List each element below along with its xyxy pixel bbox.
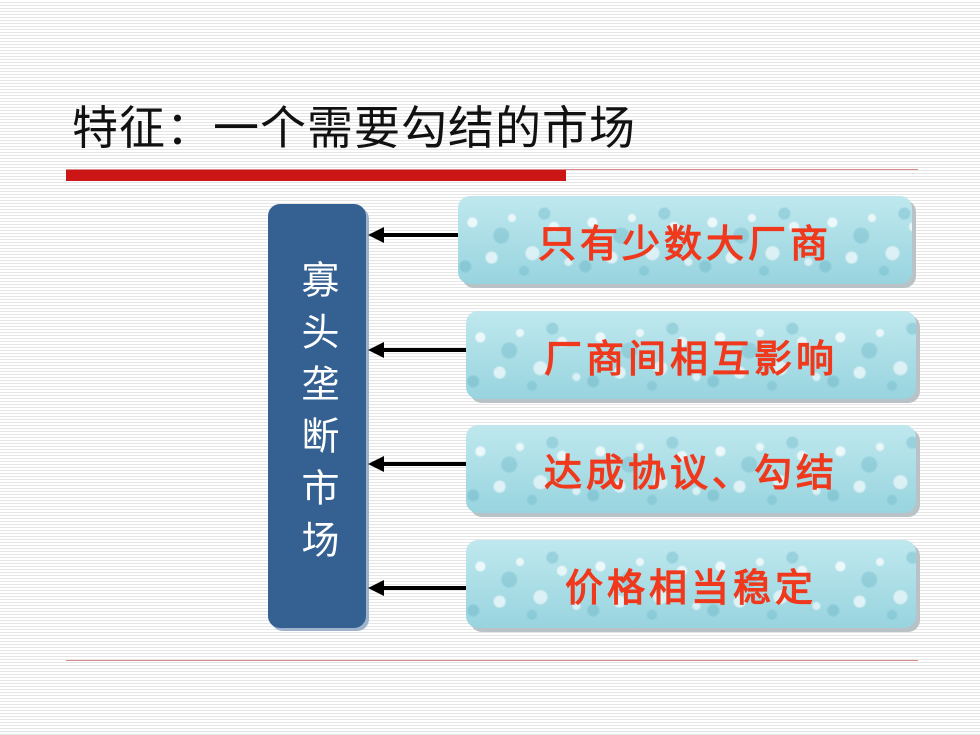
arrowhead-icon	[368, 580, 384, 596]
feature-box-1: 只有少数大厂商	[458, 196, 912, 284]
center-concept-box: 寡头垄断市场	[268, 204, 366, 628]
center-concept-label: 寡头垄断市场	[295, 260, 339, 572]
arrow-shaft	[380, 233, 466, 237]
arrowhead-icon	[368, 456, 384, 472]
arrow-shaft	[380, 462, 466, 466]
bottom-rule	[66, 660, 918, 661]
arrow-left-4	[368, 578, 466, 598]
feature-box-3: 达成协议、勾结	[466, 425, 916, 513]
arrowhead-icon	[368, 342, 384, 358]
arrow-left-3	[368, 454, 466, 474]
arrowhead-icon	[368, 227, 384, 243]
arrow-shaft	[380, 348, 466, 352]
title-underline-bar	[66, 170, 566, 181]
feature-box-4: 价格相当稳定	[466, 540, 916, 628]
title-rule-thin	[66, 169, 918, 170]
arrow-left-1	[368, 225, 466, 245]
feature-label: 厂商间相互影响	[543, 336, 838, 381]
feature-label: 价格相当稳定	[564, 565, 817, 610]
arrow-shaft	[380, 586, 466, 590]
slide-title: 特征：一个需要勾结的市场	[72, 101, 636, 155]
arrow-left-2	[368, 340, 466, 360]
feature-box-2: 厂商间相互影响	[466, 311, 916, 399]
feature-label: 达成协议、勾结	[543, 450, 838, 495]
feature-label: 只有少数大厂商	[537, 221, 832, 266]
